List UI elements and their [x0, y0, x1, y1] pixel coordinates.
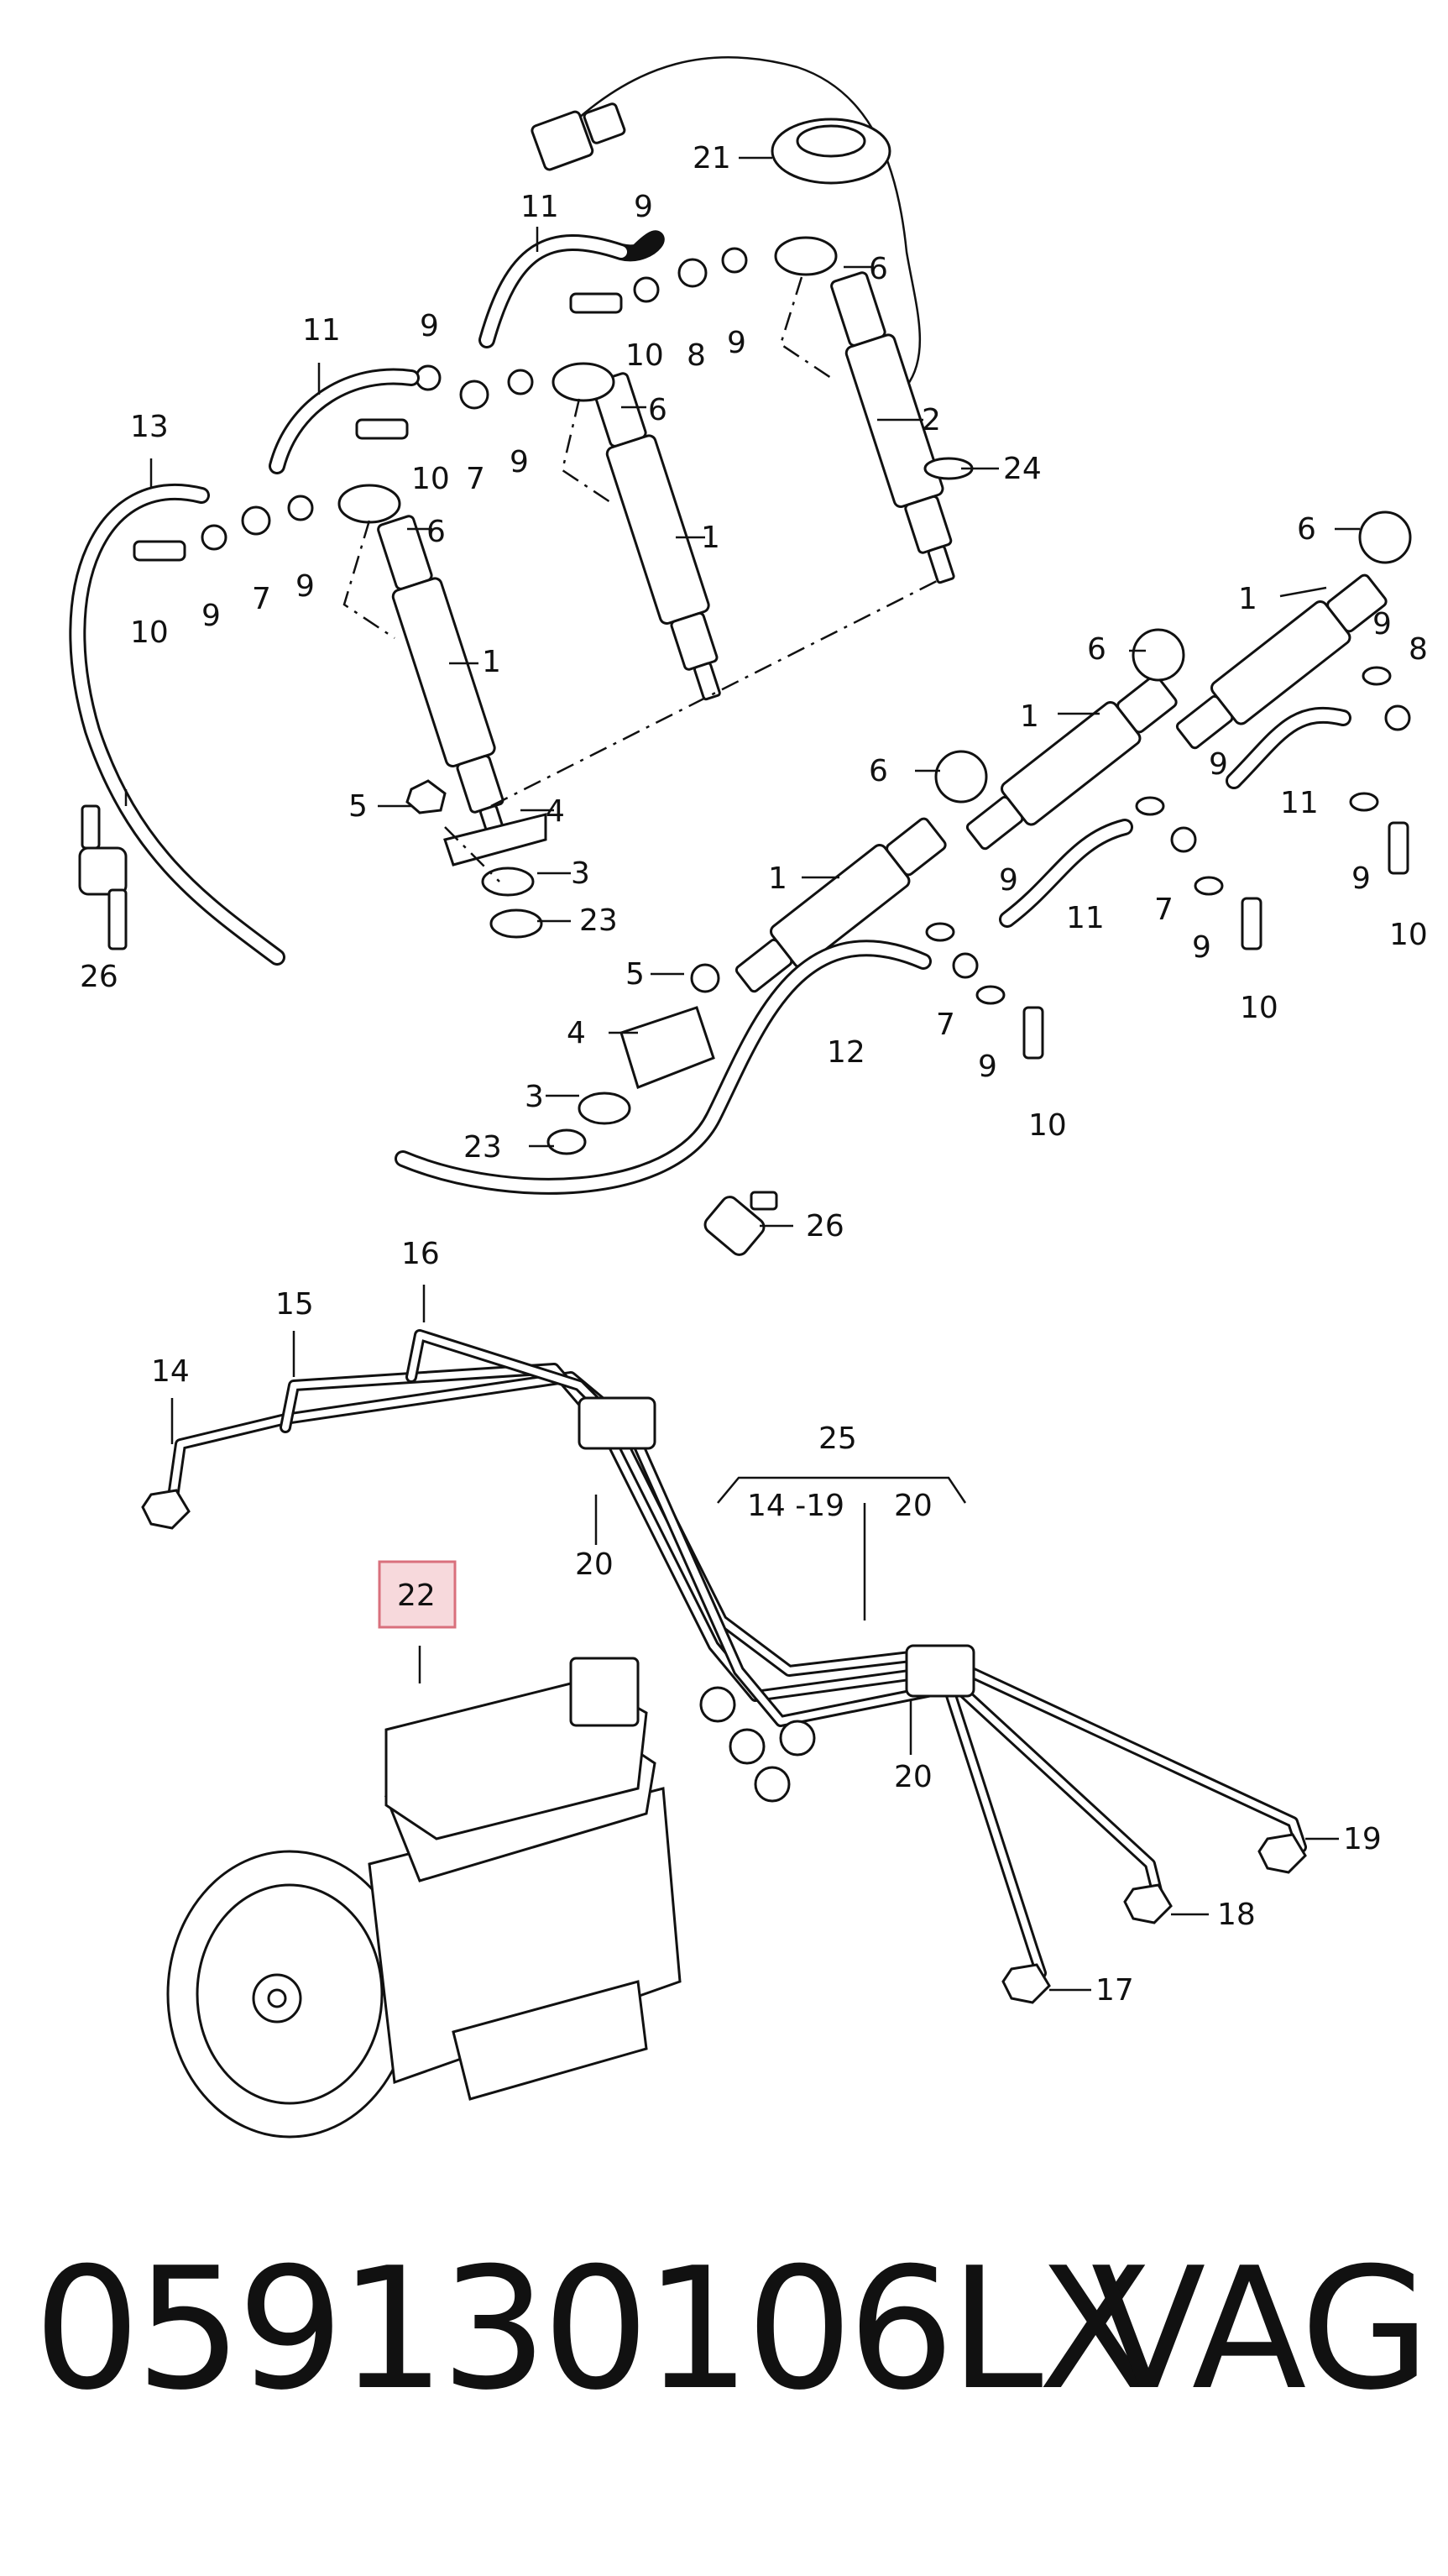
label-1-a: 1 — [701, 521, 720, 555]
return-hoses-top — [69, 230, 665, 966]
label-9-c: 9 — [420, 309, 439, 343]
label-10-e: 10 — [1240, 991, 1278, 1025]
label-3-a: 3 — [571, 856, 590, 891]
label-24: 24 — [1003, 452, 1042, 486]
label-3-b: 3 — [525, 1080, 544, 1114]
label-1-e: 1 — [768, 861, 787, 896]
label-11-c: 11 — [1280, 786, 1319, 820]
label-9-j: 9 — [999, 863, 1018, 898]
label-9-k: 9 — [1192, 930, 1211, 965]
return-hoses-right — [395, 706, 1351, 1195]
label-2: 2 — [922, 403, 941, 437]
label-11-b: 11 — [302, 313, 341, 348]
label-8-b: 8 — [1409, 632, 1428, 667]
callout-labels: 21 11 9 6 10 8 9 11 9 6 2 13 10 7 9 24 6… — [80, 141, 1428, 2008]
label-16: 16 — [401, 1237, 440, 1271]
label-20-a: 20 — [575, 1547, 614, 1582]
label-12: 12 — [827, 1035, 865, 1070]
label-25-single: 20 — [894, 1489, 933, 1523]
sensor-26-left — [78, 804, 128, 950]
label-13: 13 — [130, 410, 169, 444]
label-11-d: 11 — [1066, 901, 1105, 935]
label-7-b: 7 — [252, 582, 271, 616]
part-number: 059130106LX — [34, 2232, 1153, 2427]
label-15: 15 — [275, 1287, 314, 1322]
label-11-a: 11 — [520, 190, 559, 224]
label-4-b: 4 — [567, 1016, 586, 1050]
label-7-c: 7 — [1154, 893, 1174, 927]
label-18: 18 — [1217, 1898, 1256, 1932]
label-26-b: 26 — [806, 1209, 844, 1243]
label-20-b: 20 — [894, 1760, 933, 1794]
label-6-e: 6 — [1087, 632, 1106, 667]
label-22: 22 — [397, 1579, 436, 1613]
label-23-a: 23 — [579, 903, 618, 938]
label-5-b: 5 — [625, 957, 645, 992]
label-1-c: 1 — [1238, 582, 1257, 616]
label-10-d: 10 — [1389, 918, 1428, 952]
label-14: 14 — [151, 1354, 190, 1389]
label-19: 19 — [1343, 1822, 1382, 1856]
label-25: 25 — [818, 1422, 857, 1456]
exploded-parts-diagram: 21 11 9 6 10 8 9 11 9 6 2 13 10 7 9 24 6… — [69, 55, 1428, 2139]
injection-pipes — [141, 1329, 1307, 2004]
injector-group-top — [133, 236, 974, 939]
label-6-d: 6 — [1297, 512, 1316, 547]
highlight-box-22 — [378, 1560, 457, 1629]
sensor-26-right — [703, 1191, 778, 1256]
label-leaders — [124, 156, 1360, 1992]
label-9-g: 9 — [1372, 607, 1392, 641]
label-7-a: 7 — [466, 462, 485, 496]
footer-caption: 059130106LX VAG — [34, 2232, 1430, 2431]
label-8-a: 8 — [687, 338, 706, 373]
label-6-f: 6 — [869, 754, 888, 788]
label-9-h: 9 — [1209, 747, 1228, 782]
label-9-b: 9 — [727, 326, 746, 360]
label-6-a: 6 — [869, 252, 888, 286]
label-9-i: 9 — [1351, 861, 1371, 896]
sensor-harness — [531, 55, 921, 387]
label-10-b: 10 — [411, 462, 450, 496]
label-4-a: 4 — [546, 794, 565, 829]
label-9-a: 9 — [634, 190, 653, 224]
label-9-e: 9 — [201, 599, 221, 633]
label-9-l: 9 — [978, 1050, 997, 1084]
label-6-b: 6 — [648, 393, 667, 427]
label-17: 17 — [1095, 1973, 1134, 2008]
label-7-d: 7 — [936, 1008, 955, 1042]
label-10-a: 10 — [625, 338, 664, 373]
label-9-f: 9 — [295, 569, 315, 604]
brand-name: VAG — [1090, 2232, 1430, 2427]
label-21: 21 — [693, 141, 731, 175]
label-9-d: 9 — [510, 445, 529, 479]
label-5-a: 5 — [348, 789, 368, 824]
label-26-a: 26 — [80, 960, 118, 994]
alignment-lines-top — [342, 276, 941, 882]
injection-pump — [166, 1657, 682, 2139]
label-25-range: 14 -19 — [747, 1489, 844, 1523]
label-1-b: 1 — [482, 645, 501, 679]
injector-group-right — [546, 510, 1412, 1155]
label-1-d: 1 — [1020, 699, 1039, 734]
label-10-f: 10 — [1028, 1108, 1067, 1143]
label-23-b: 23 — [463, 1130, 502, 1165]
label-6-c: 6 — [426, 515, 446, 549]
label-10-c: 10 — [130, 615, 169, 650]
